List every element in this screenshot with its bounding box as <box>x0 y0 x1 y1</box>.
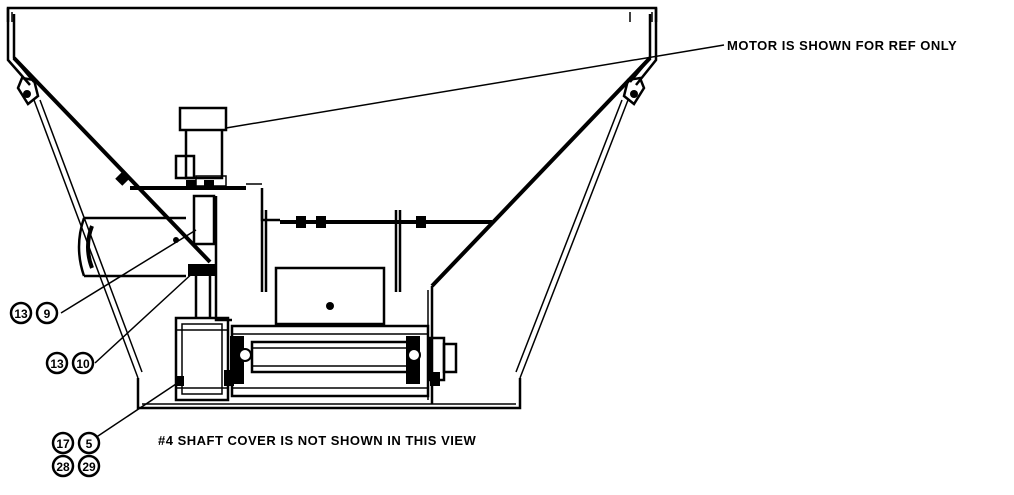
svg-text:9: 9 <box>44 307 51 321</box>
fasteners <box>115 170 426 243</box>
hopper-frame <box>6 6 658 86</box>
left-mounting-lug <box>16 76 40 106</box>
balloon-callout-a-1: 13 <box>9 301 33 325</box>
vertical-shaft <box>188 264 216 318</box>
discharge-tube <box>77 216 186 278</box>
auger-assembly <box>224 324 458 398</box>
balloon-callout-a-2: 9 <box>35 301 59 325</box>
motor-note: MOTOR IS SHOWN FOR REF ONLY <box>727 38 957 53</box>
shaft-cover-note: #4 SHAFT COVER IS NOT SHOWN IN THIS VIEW <box>158 433 477 448</box>
svg-text:13: 13 <box>14 307 28 321</box>
gearbox <box>174 316 230 402</box>
svg-text:10: 10 <box>76 357 90 371</box>
balloon-callout-c-4: 29 <box>77 454 101 478</box>
svg-text:5: 5 <box>86 437 93 451</box>
drive-frame <box>130 183 492 326</box>
leader-lines <box>60 44 725 439</box>
balloon-callout-c-2: 5 <box>77 431 101 455</box>
svg-text:29: 29 <box>82 460 96 474</box>
balloon-callout-c-3: 28 <box>51 454 75 478</box>
balloon-callout-b-1: 13 <box>45 351 69 375</box>
svg-text:13: 13 <box>50 357 64 371</box>
svg-text:17: 17 <box>56 437 70 451</box>
balloon-callout-b-2: 10 <box>71 351 95 375</box>
svg-text:28: 28 <box>56 460 70 474</box>
motor <box>174 106 228 187</box>
balloon-callout-c-1: 17 <box>51 431 75 455</box>
hopper-walls <box>12 56 652 410</box>
